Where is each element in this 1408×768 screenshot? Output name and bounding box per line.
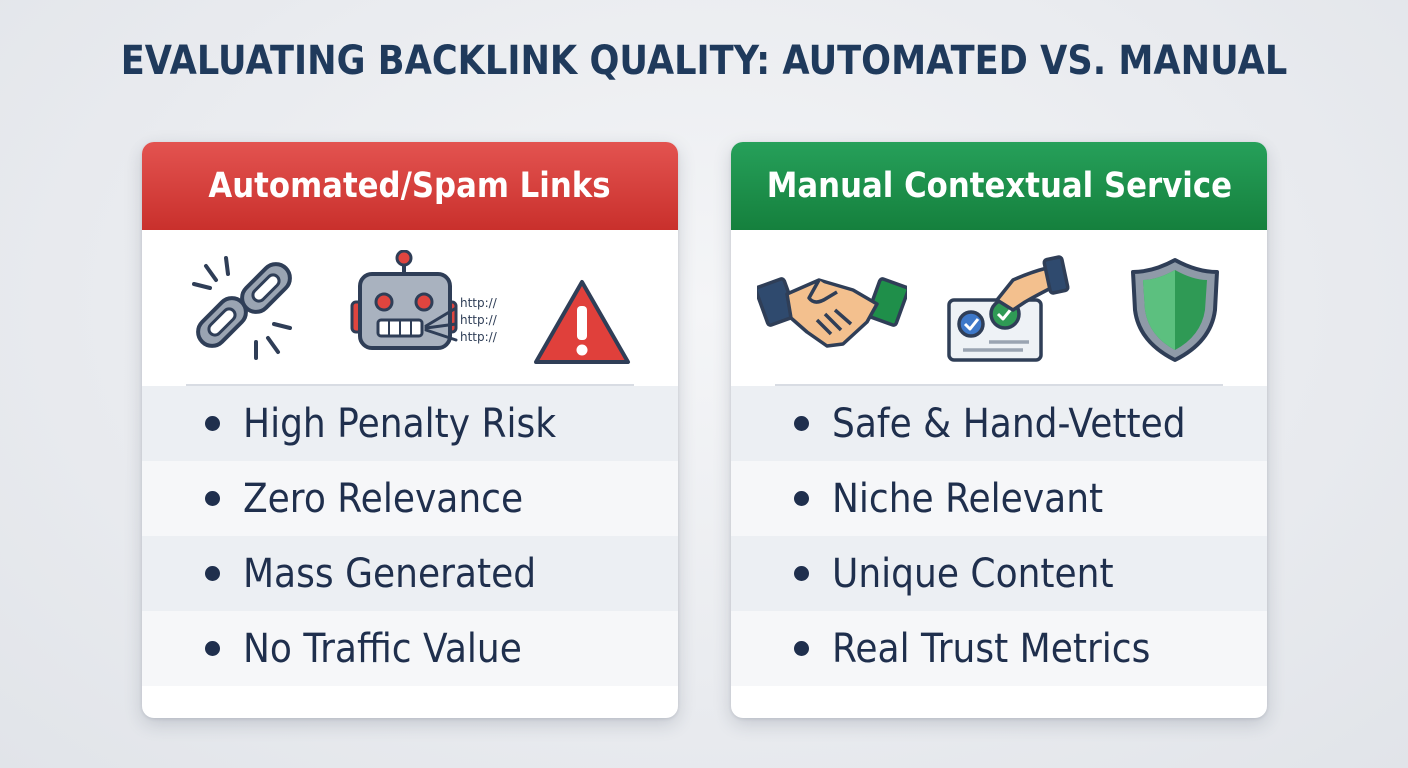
manual-service-card: Manual Contextual Service — [731, 142, 1267, 718]
list-item: Unique Content — [731, 536, 1267, 611]
bullet — [205, 416, 220, 431]
spam-links-list: High Penalty Risk Zero Relevance Mass Ge… — [142, 386, 678, 686]
list-item: Niche Relevant — [731, 461, 1267, 536]
list-item-label: Real Trust Metrics — [832, 625, 1151, 672]
list-item: High Penalty Risk — [142, 386, 678, 461]
list-item-label: Unique Content — [832, 550, 1114, 597]
manual-service-list: Safe & Hand-Vetted Niche Relevant Unique… — [731, 386, 1267, 686]
bullet — [794, 641, 809, 656]
handshake-icon — [757, 277, 907, 348]
manual-icon-divider — [775, 384, 1223, 386]
bullet — [205, 491, 220, 506]
shield-icon — [1131, 258, 1219, 362]
list-item: Zero Relevance — [142, 461, 678, 536]
manual-service-card-header: Manual Contextual Service — [731, 142, 1267, 230]
spam-links-card-title: Automated/Spam Links — [208, 166, 612, 206]
bullet — [794, 491, 809, 506]
list-item-label: Zero Relevance — [243, 475, 524, 522]
bullet — [205, 566, 220, 581]
bullet — [794, 566, 809, 581]
verified-approval-icon — [947, 255, 1070, 362]
robot-url-3: http:// — [460, 330, 497, 344]
manual-icon-row — [731, 230, 1267, 386]
list-item-label: No Traffic Value — [243, 625, 522, 672]
spam-links-card-header: Automated/Spam Links — [142, 142, 678, 230]
list-item: Mass Generated — [142, 536, 678, 611]
robot-url-1: http:// — [460, 296, 497, 310]
broken-link-icon — [192, 256, 292, 360]
bullet — [794, 416, 809, 431]
list-item-label: Safe & Hand-Vetted — [832, 400, 1186, 447]
list-item: Safe & Hand-Vetted — [731, 386, 1267, 461]
bullet — [205, 641, 220, 656]
list-item-label: High Penalty Risk — [243, 400, 557, 447]
list-item: Real Trust Metrics — [731, 611, 1267, 686]
manual-service-card-title: Manual Contextual Service — [766, 166, 1232, 206]
spam-robot-icon: http:// http:// http:// — [348, 250, 518, 370]
robot-url-2: http:// — [460, 313, 497, 327]
spam-icon-divider — [186, 384, 634, 386]
list-item: No Traffic Value — [142, 611, 678, 686]
spam-links-card: Automated/Spam Links — [142, 142, 678, 718]
list-item-label: Mass Generated — [243, 550, 537, 597]
warning-icon — [534, 280, 630, 364]
list-item-label: Niche Relevant — [832, 475, 1104, 522]
page-title: EVALUATING BACKLINK QUALITY: AUTOMATED V… — [120, 38, 1288, 84]
spam-icon-row: http:// http:// http:// — [142, 230, 678, 386]
